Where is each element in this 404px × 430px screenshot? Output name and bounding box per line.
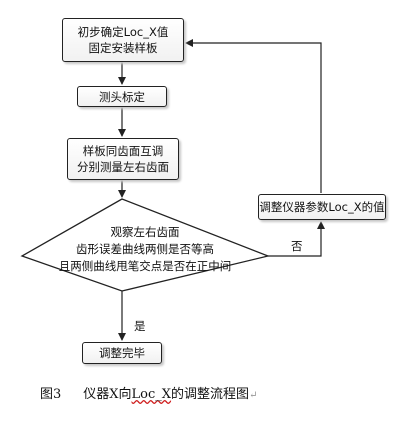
step-probe-calibration: 测头标定 xyxy=(77,86,167,107)
figure-caption: 图3 仪器X向Loc_X的调整流程图↵ xyxy=(40,383,257,402)
step-measure-flanks-line1: 样板同齿面互调 xyxy=(82,144,164,158)
step-end: 调整完毕 xyxy=(82,342,162,364)
step-initial-setup-line1: 初步确定Loc_X值 xyxy=(77,25,169,39)
step-end-label: 调整完毕 xyxy=(99,346,145,360)
decision-line3: 且两侧曲线甩笔交点是否在正中间 xyxy=(58,259,232,273)
decision-line2: 齿形误差曲线两侧是否等高 xyxy=(76,242,214,256)
step-measure-flanks: 样板同齿面互调 分别测量左右齿面 xyxy=(67,138,179,180)
caption-text-after: 的调整流程图 xyxy=(171,387,250,402)
step-measure-flanks-line2: 分别测量左右齿面 xyxy=(77,160,169,174)
arrow-decision-to-adjust xyxy=(268,221,325,257)
caption-code: Loc_X xyxy=(131,387,172,402)
step-adjust-parameter-label: 调整仪器参数Loc_X的值 xyxy=(259,200,385,214)
caption-text-before: 仪器X向 xyxy=(83,387,132,402)
arrow-adjust-to-step1 xyxy=(185,39,322,193)
caption-figure-number: 图3 xyxy=(40,387,62,402)
step-initial-setup-line2: 固定安装样板 xyxy=(88,41,158,55)
paragraph-mark: ↵ xyxy=(249,390,258,401)
yes-label: 是 xyxy=(134,319,146,333)
step-adjust-parameter: 调整仪器参数Loc_X的值 xyxy=(258,194,386,220)
step-initial-setup: 初步确定Loc_X值 固定安装样板 xyxy=(62,18,184,62)
decision-text: 观察左右齿面 齿形误差曲线两侧是否等高 且两侧曲线甩笔交点是否在正中间 xyxy=(22,224,268,275)
no-label: 否 xyxy=(291,239,303,253)
decision-line1: 观察左右齿面 xyxy=(110,225,180,239)
step-probe-calibration-label: 测头标定 xyxy=(99,89,145,104)
decision-diamond xyxy=(20,198,271,292)
